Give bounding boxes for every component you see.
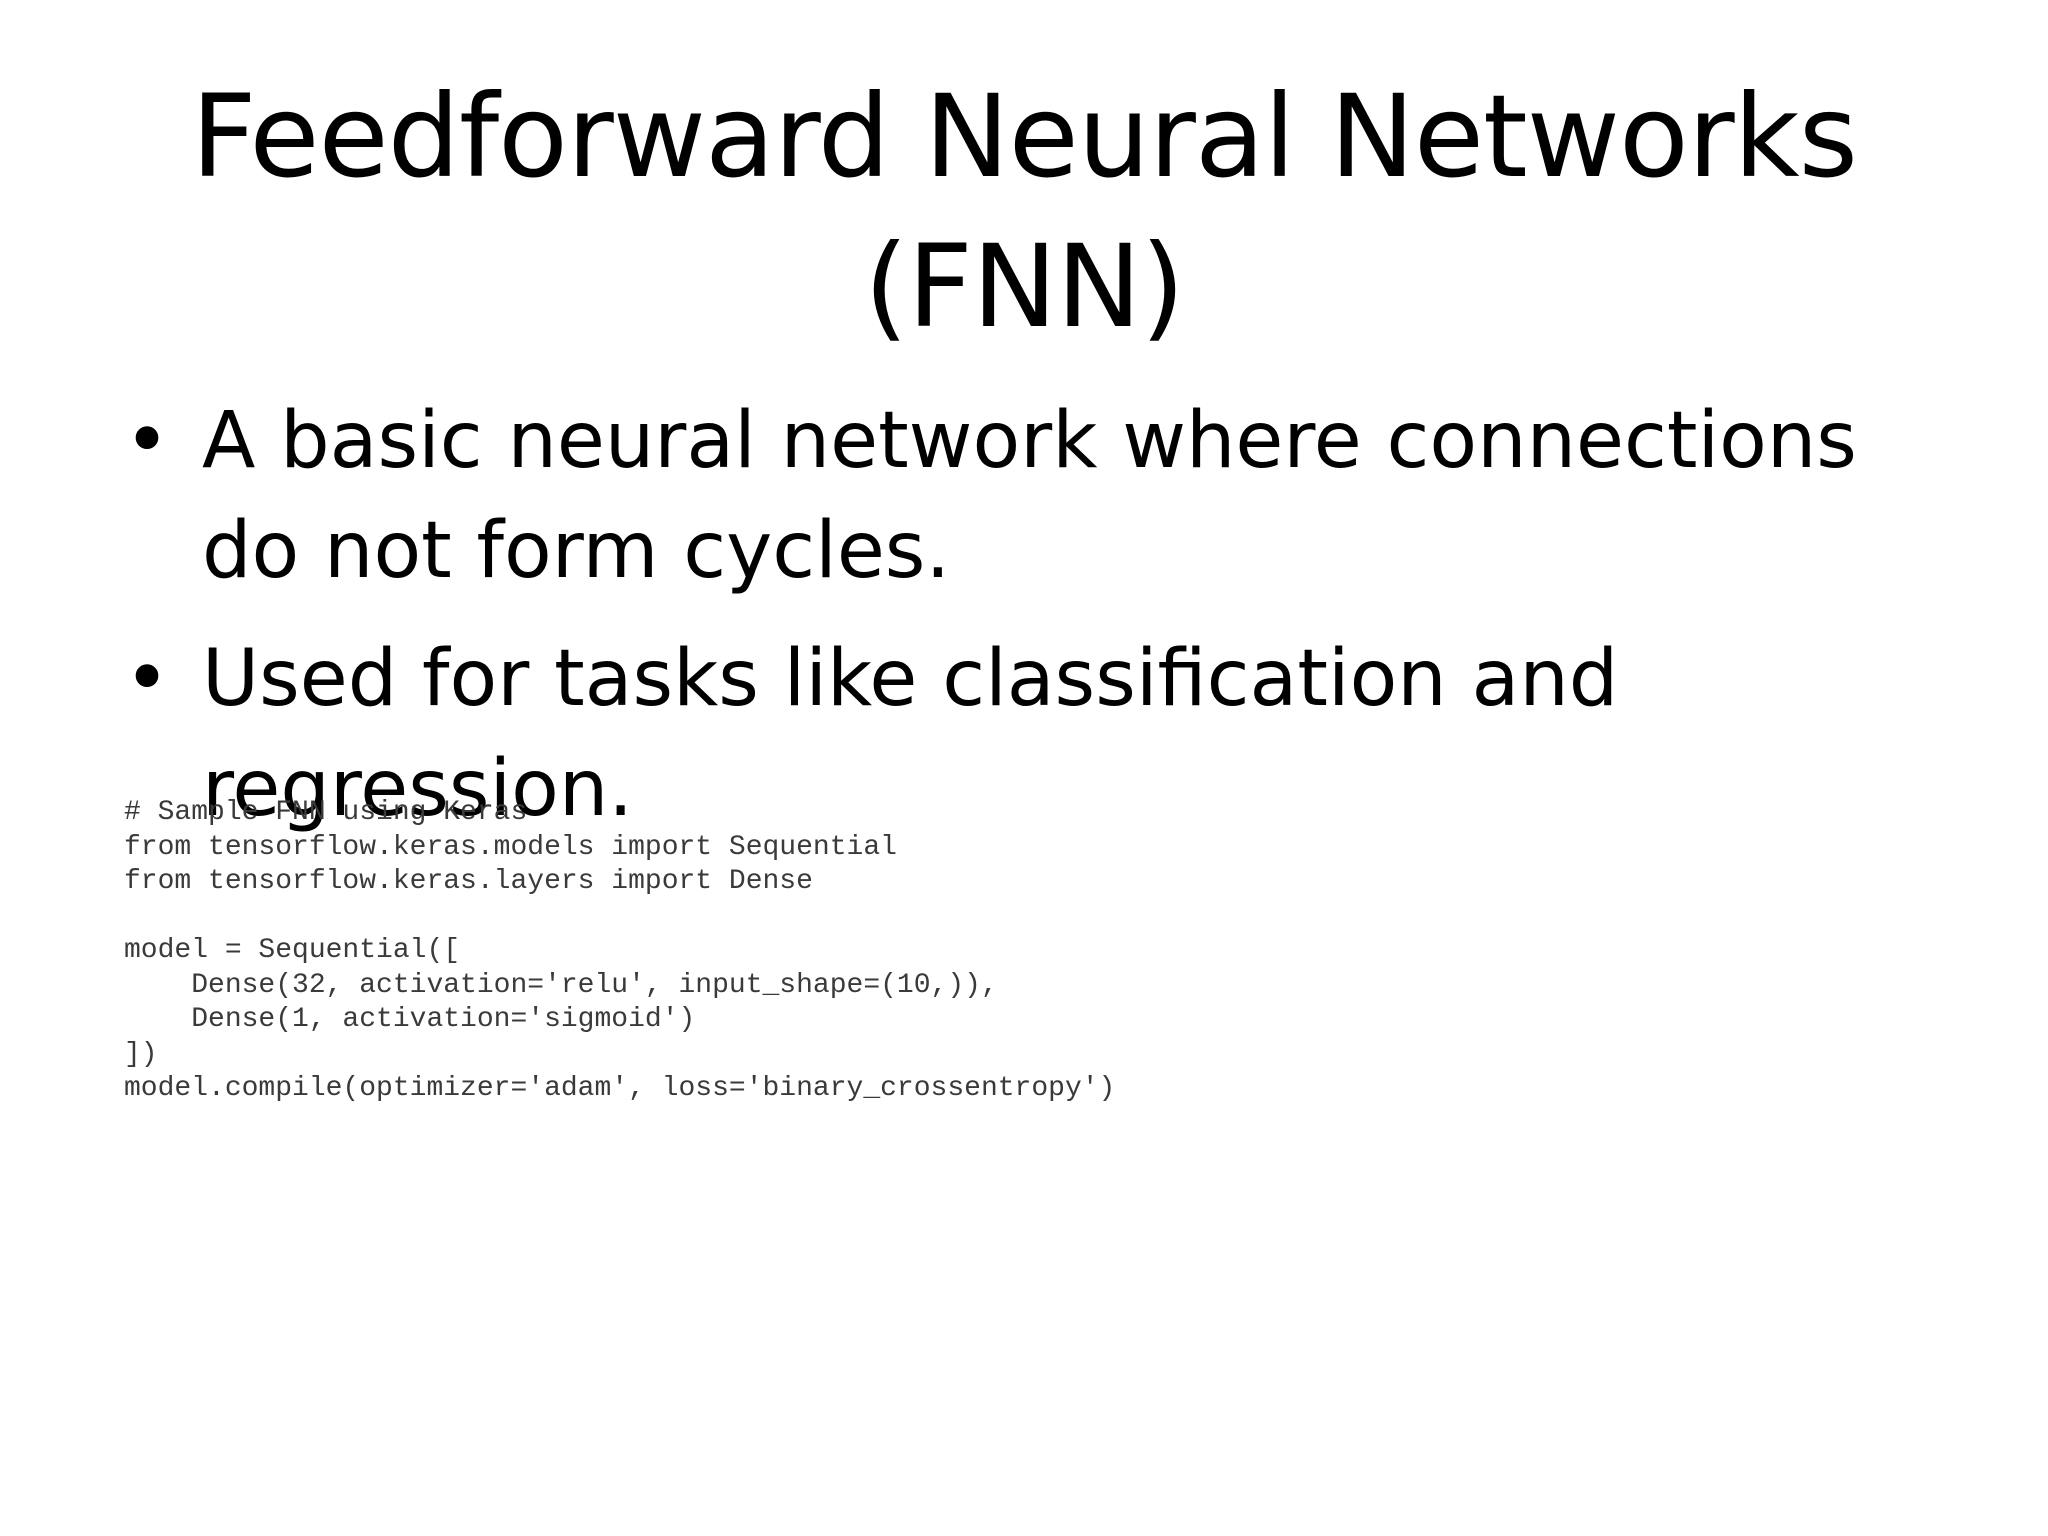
bullet-text: A basic neural network where connections…	[202, 396, 1857, 596]
bullet-list: • A basic neural network where connectio…	[124, 386, 1944, 862]
slide-title-line-1: Feedforward Neural Networks	[191, 70, 1858, 203]
bullet-item: • Used for tasks like classification and…	[124, 624, 1944, 844]
bullet-item: • A basic neural network where connectio…	[124, 386, 1944, 606]
slide-title: Feedforward Neural Networks (FNN)	[150, 62, 1898, 362]
bullet-dot-icon: •	[124, 396, 171, 486]
bullet-text: Used for tasks like classification and r…	[202, 634, 1619, 834]
slide-title-line-2: (FNN)	[863, 220, 1185, 353]
bullet-dot-icon: •	[124, 634, 171, 724]
code-block: # Sample FNN using Keras from tensorflow…	[124, 797, 1116, 1104]
